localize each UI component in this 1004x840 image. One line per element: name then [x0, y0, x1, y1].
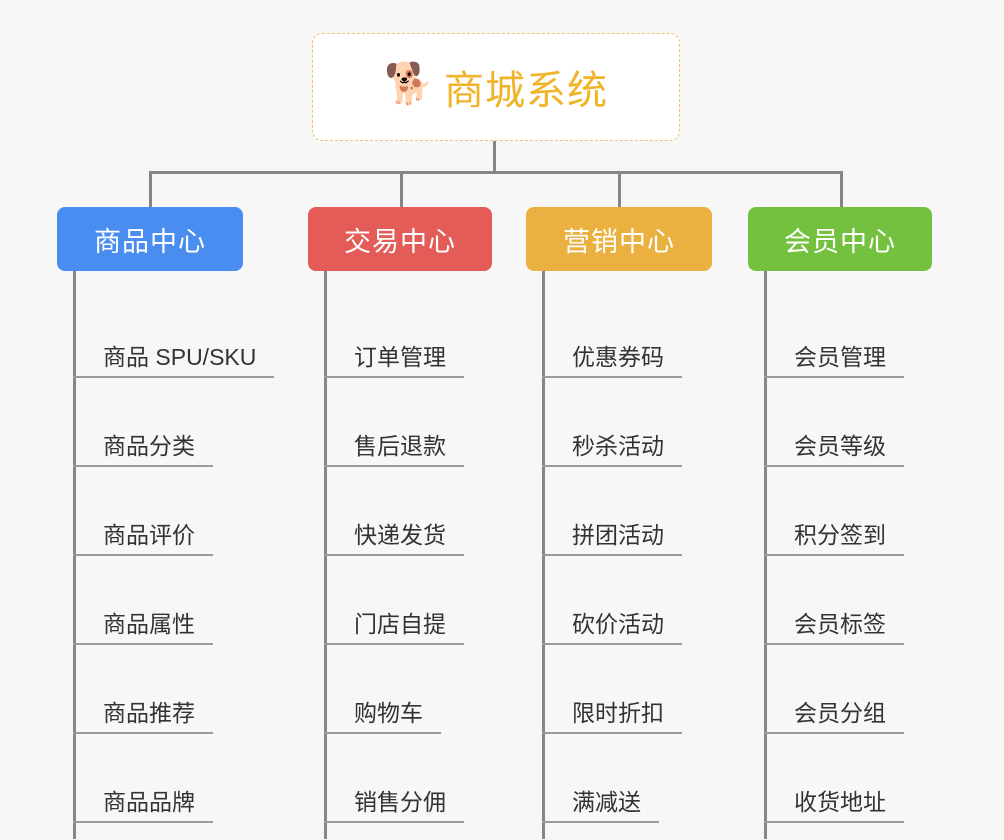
list-item[interactable]: 商品推荐: [57, 645, 274, 734]
list-item-label: 购物车: [324, 699, 441, 734]
list-item-label: 快递发货: [324, 521, 464, 556]
list-item[interactable]: 商品属性: [57, 556, 274, 645]
connector-horizontal-bus: [149, 171, 843, 174]
list-item[interactable]: 满减送: [526, 734, 712, 823]
list-item-label: 会员管理: [764, 343, 904, 378]
list-item-label: 订单管理: [324, 343, 464, 378]
list-item-label: 商品推荐: [73, 699, 213, 734]
list-item-label: 商品品牌: [73, 788, 213, 823]
shiba-dog-icon: 🐕: [384, 62, 434, 106]
list-item[interactable]: 售后退款: [308, 378, 492, 467]
branch-items: 优惠券码 秒杀活动 拼团活动 砍价活动 限时折扣 满减送: [526, 271, 712, 823]
list-item-label: 砍价活动: [542, 610, 682, 645]
root-node[interactable]: 🐕 商城系统: [312, 33, 680, 141]
list-item[interactable]: 商品品牌: [57, 734, 274, 823]
list-item[interactable]: 拼团活动: [526, 467, 712, 556]
list-item[interactable]: 秒杀活动: [526, 378, 712, 467]
branch-member-center: 会员中心 会员管理 会员等级 积分签到 会员标签 会员分组 收货地址: [748, 207, 932, 839]
branch-items: 订单管理 售后退款 快递发货 门店自提 购物车 销售分佣: [308, 271, 492, 823]
list-item-label: 优惠券码: [542, 343, 682, 378]
list-item[interactable]: 订单管理: [308, 289, 492, 378]
list-item[interactable]: 会员管理: [748, 289, 932, 378]
list-item-label: 收货地址: [764, 788, 904, 823]
connector-drop-member-center: [840, 171, 843, 209]
branch-product-center: 商品中心 商品 SPU/SKU 商品分类 商品评价 商品属性 商品推荐 商品品牌: [57, 207, 275, 839]
list-item-label: 限时折扣: [542, 699, 682, 734]
list-item[interactable]: 销售分佣: [308, 734, 492, 823]
root-title: 商城系统: [444, 69, 608, 113]
list-item-label: 秒杀活动: [542, 432, 682, 467]
branch-label: 交易中心: [344, 226, 456, 257]
list-item-label: 门店自提: [324, 610, 464, 645]
branch-items: 会员管理 会员等级 积分签到 会员标签 会员分组 收货地址: [748, 271, 932, 823]
list-item[interactable]: 快递发货: [308, 467, 492, 556]
branch-transaction-center: 交易中心 订单管理 售后退款 快递发货 门店自提 购物车 销售分佣: [308, 207, 492, 839]
connector-drop-product-center: [149, 171, 152, 209]
list-item[interactable]: 会员标签: [748, 556, 932, 645]
list-item-label: 商品分类: [73, 432, 213, 467]
list-item-label: 积分签到: [764, 521, 904, 556]
list-item-label: 会员标签: [764, 610, 904, 645]
list-item-label: 商品 SPU/SKU: [73, 343, 275, 378]
list-item[interactable]: 会员分组: [748, 645, 932, 734]
connector-root-stem: [493, 141, 496, 173]
branch-header-transaction-center[interactable]: 交易中心: [308, 207, 492, 271]
list-item-label: 拼团活动: [542, 521, 682, 556]
list-item[interactable]: 商品分类: [57, 378, 274, 467]
branch-label: 会员中心: [784, 226, 896, 257]
branch-header-marketing-center[interactable]: 营销中心: [526, 207, 712, 271]
list-item[interactable]: 购物车: [308, 645, 492, 734]
list-item[interactable]: 优惠券码: [526, 289, 712, 378]
connector-drop-marketing-center: [618, 171, 621, 209]
list-item-label: 销售分佣: [324, 788, 464, 823]
list-item[interactable]: 商品 SPU/SKU: [57, 289, 275, 378]
list-item-label: 会员等级: [764, 432, 904, 467]
list-item-label: 满减送: [542, 788, 659, 823]
list-item[interactable]: 积分签到: [748, 467, 932, 556]
list-item[interactable]: 会员等级: [748, 378, 932, 467]
branch-header-member-center[interactable]: 会员中心: [748, 207, 932, 271]
branch-marketing-center: 营销中心 优惠券码 秒杀活动 拼团活动 砍价活动 限时折扣 满减送: [526, 207, 712, 839]
list-item[interactable]: 收货地址: [748, 734, 932, 823]
list-item[interactable]: 门店自提: [308, 556, 492, 645]
branch-items: 商品 SPU/SKU 商品分类 商品评价 商品属性 商品推荐 商品品牌: [57, 271, 275, 823]
list-item-label: 商品属性: [73, 610, 213, 645]
list-item-label: 商品评价: [73, 521, 213, 556]
branch-label: 商品中心: [94, 226, 206, 257]
list-item-label: 售后退款: [324, 432, 464, 467]
list-item-label: 会员分组: [764, 699, 904, 734]
connector-drop-transaction-center: [400, 171, 403, 209]
list-item[interactable]: 限时折扣: [526, 645, 712, 734]
list-item[interactable]: 砍价活动: [526, 556, 712, 645]
branch-label: 营销中心: [563, 226, 675, 257]
branch-header-product-center[interactable]: 商品中心: [57, 207, 243, 271]
list-item[interactable]: 商品评价: [57, 467, 274, 556]
